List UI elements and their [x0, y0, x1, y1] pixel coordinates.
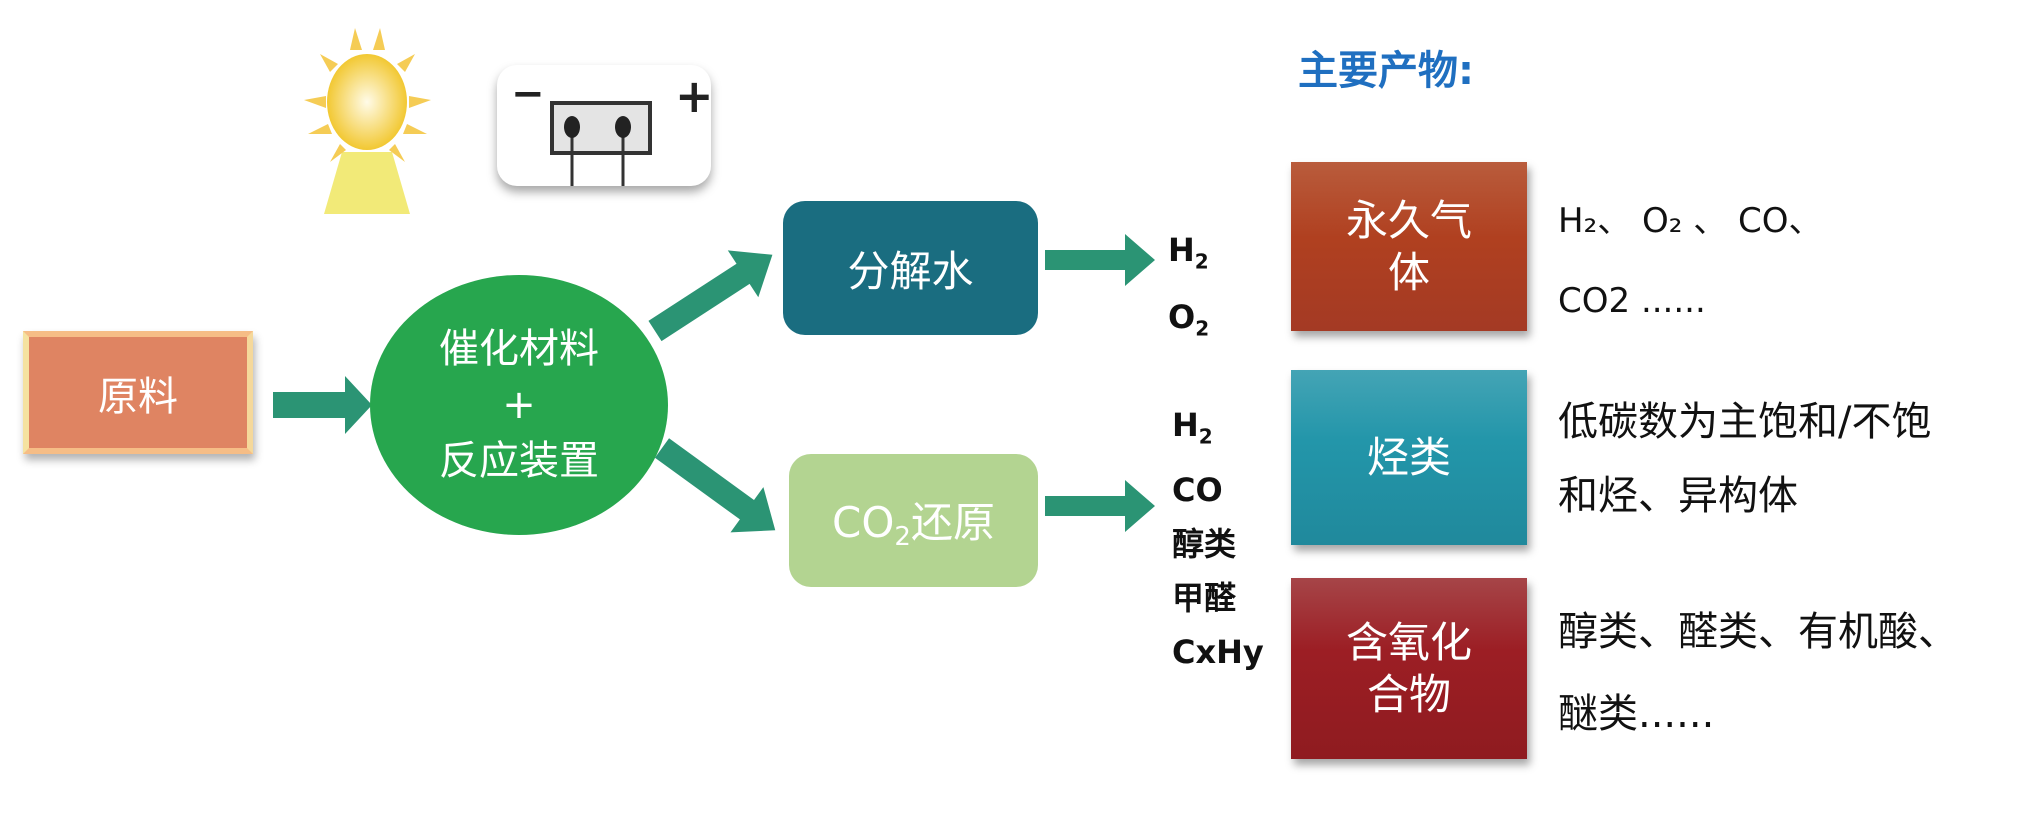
category-label: 烃类: [1366, 432, 1451, 482]
product-alcohols: 醇类: [1172, 525, 1237, 564]
water-products-list: H2 O2: [1168, 222, 1209, 357]
product-co: CO: [1172, 471, 1223, 510]
co2-products-list: H2 CO 醇类 甲醛 CxHy: [1172, 398, 1264, 679]
reactor-line1: 催化材料: [439, 326, 599, 372]
product-cxhy: CxHy: [1172, 633, 1264, 672]
arrow-raw-to-reactor: [273, 376, 372, 434]
permanent-gas-desc-line2: CO2 ......: [1558, 281, 1706, 321]
permanent-gas-desc-line1: H₂、 O₂ 、 CO、: [1558, 201, 1823, 241]
reactor-circle: 催化材料 + 反应装置: [370, 275, 668, 535]
main-products-title: 主要产物:: [1298, 48, 1474, 94]
category-permanent-gas: 永久气 体: [1291, 162, 1527, 331]
product-o2: O2: [1168, 298, 1210, 341]
product-h2: H2: [1172, 406, 1213, 449]
oxygenates-desc-line1: 醇类、醛类、有机酸、: [1558, 609, 1958, 655]
plus-sign: +: [675, 69, 714, 123]
oxygenates-desc-line2: 醚类......: [1558, 691, 1715, 737]
raw-material-label: 原料: [98, 373, 178, 420]
hydrocarbons-desc-line1: 低碳数为主饱和/不饱: [1558, 399, 1932, 445]
sun-icon: [304, 28, 431, 214]
reactor-line2: 反应装置: [439, 438, 599, 484]
category-label-line1: 含氧化: [1345, 617, 1472, 667]
category-hydrocarbons: 烃类: [1291, 370, 1527, 545]
water-splitting-box: 分解水: [783, 201, 1038, 335]
electrode-cell-icon: − +: [497, 65, 714, 186]
category-label-line2: 体: [1387, 247, 1430, 297]
co2-reduction-label: CO2还原: [832, 498, 995, 552]
product-formaldehyde: 甲醛: [1172, 579, 1237, 618]
arrow-co2-to-products: [1045, 480, 1155, 532]
co2-reduction-box: CO2还原: [789, 454, 1038, 587]
arrow-water-to-products: [1045, 234, 1155, 286]
arrow-reactor-to-water: [648, 250, 773, 342]
category-oxygenates: 含氧化 合物: [1291, 578, 1527, 759]
water-splitting-label: 分解水: [847, 246, 974, 296]
minus-sign: −: [511, 71, 545, 117]
raw-material-box: 原料: [23, 331, 253, 454]
product-h2: H2: [1168, 231, 1209, 274]
arrow-reactor-to-co2: [654, 438, 776, 533]
hydrocarbons-desc-line2: 和烃、异构体: [1558, 473, 1798, 519]
reactor-plus: +: [502, 382, 536, 428]
category-label-line1: 永久气: [1345, 195, 1472, 245]
category-label-line2: 合物: [1366, 669, 1451, 719]
